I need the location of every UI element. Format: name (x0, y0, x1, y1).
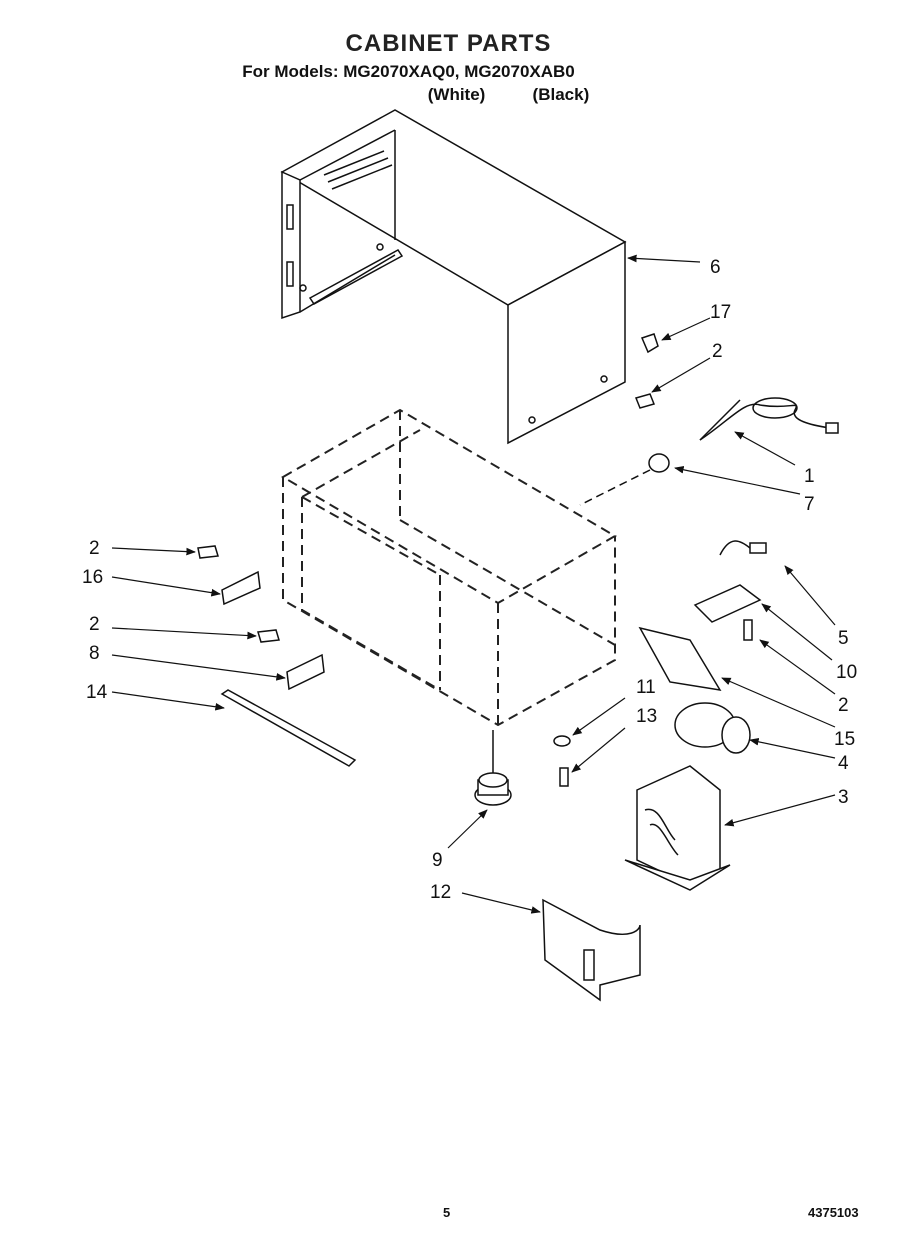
callout-6: 6 (710, 257, 721, 278)
models-line: For Models: MG2070XAQ0, MG2070XAB0 (242, 62, 575, 81)
bracket-part-10 (693, 584, 762, 623)
colors-line: (White) (Black) (427, 85, 590, 104)
callout-labels: 6 17 2 1 7 2 16 2 8 14 5 10 2 15 4 3 11 … (82, 257, 857, 903)
transformer-part-3 (624, 765, 731, 891)
callout-1: 1 (804, 466, 815, 487)
callout-11: 11 (636, 677, 656, 698)
capacitor-part-4 (674, 702, 751, 754)
document-number: 4375103 (808, 1205, 859, 1220)
leader-lines (111, 254, 836, 914)
callout-3: 3 (838, 787, 849, 808)
screw-part-2-left-upper (197, 545, 219, 559)
callout-2-left-lower: 2 (89, 614, 100, 635)
callout-9: 9 (432, 850, 443, 871)
callout-15: 15 (834, 729, 855, 750)
callout-4: 4 (838, 753, 849, 774)
bracket-part-17 (640, 333, 659, 354)
page-number: 5 (443, 1205, 451, 1220)
fuse-part-5 (719, 540, 767, 556)
foot-part-9 (474, 730, 512, 806)
page-title: CABINET PARTS (345, 30, 552, 57)
screw-part-2-left-lower (257, 629, 280, 643)
callout-2-left-upper: 2 (89, 538, 100, 559)
callout-14: 14 (86, 682, 108, 703)
callout-12: 12 (430, 882, 451, 903)
screw-part-2-top (634, 393, 656, 409)
callout-13: 13 (636, 706, 657, 727)
callout-2-right: 2 (838, 695, 849, 716)
callout-16: 16 (82, 567, 103, 588)
callout-5: 5 (838, 628, 849, 649)
panel-part-12 (542, 898, 641, 1002)
strain-relief-part-7 (579, 453, 670, 506)
callout-2-top: 2 (712, 341, 723, 362)
callout-8: 8 (89, 643, 100, 664)
washer-part-11 (553, 735, 571, 747)
bracket-part-8 (286, 653, 325, 691)
diode-part-15 (638, 626, 722, 691)
oven-cavity-outline (281, 408, 617, 727)
bracket-part-16 (221, 570, 261, 606)
strip-part-14 (220, 689, 357, 767)
cabinet-wrapper-part (280, 109, 627, 445)
screw-part-2-right (743, 619, 753, 641)
screw-part-13 (559, 767, 569, 787)
power-cord-part-1 (699, 397, 839, 441)
callout-10: 10 (836, 662, 857, 683)
callout-7: 7 (804, 494, 815, 515)
callout-17: 17 (710, 302, 731, 323)
